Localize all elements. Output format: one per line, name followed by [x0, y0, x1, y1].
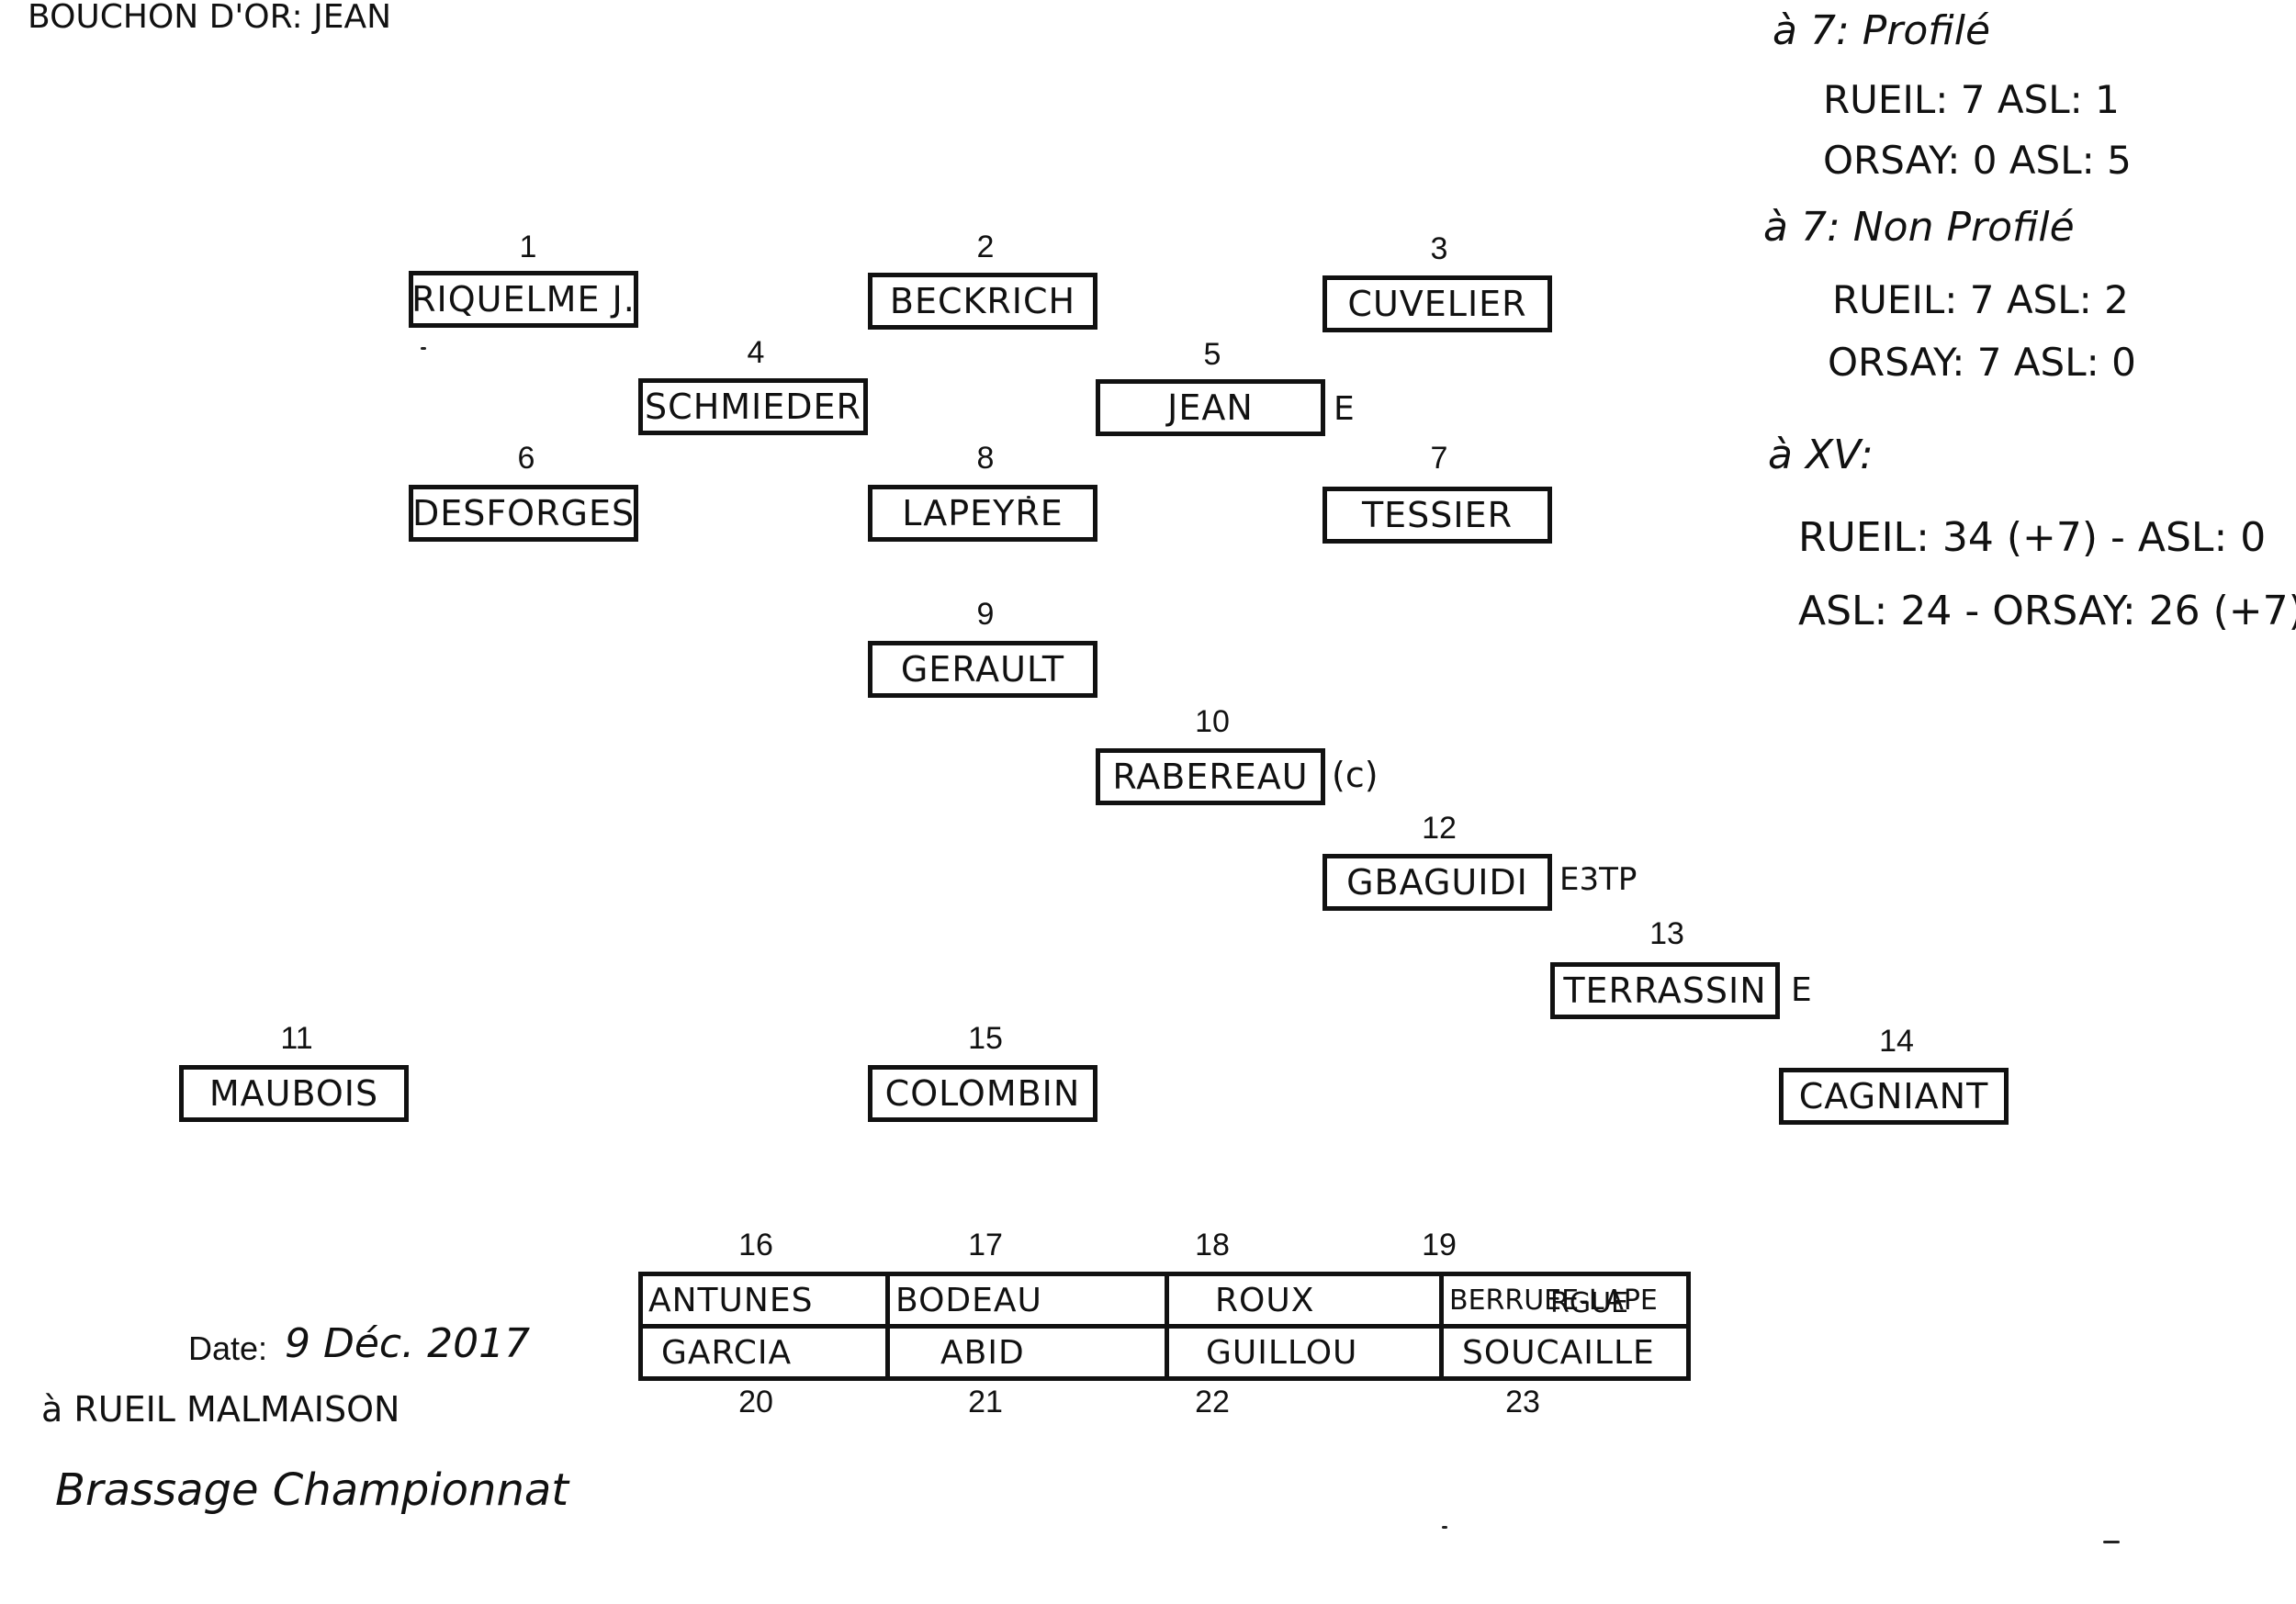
sub-number: 16	[738, 1228, 773, 1262]
table-row: ANTUNES BODEAU ROUX BERRUEE-LAPE	[638, 1272, 1691, 1329]
player-suffix: E3TP	[1559, 861, 1638, 898]
player-box: TERRASSIN	[1550, 962, 1780, 1019]
sub-cell: SOUCAILLE	[1439, 1324, 1691, 1381]
competition-label: Brassage Championnat	[55, 1464, 569, 1516]
sub-number: 18	[1195, 1228, 1230, 1262]
player-box: LAPEYRE	[868, 485, 1097, 542]
sub-cell: BERRUEE-LAPE	[1439, 1272, 1691, 1329]
result-line: RUEIL: 7 ASL: 1	[1823, 77, 2120, 122]
venue-label: à RUEIL MALMAISON	[41, 1389, 400, 1430]
bouchon-dor-label: BOUCHON D'OR: JEAN	[28, 0, 392, 36]
player-box: RABEREAU	[1096, 748, 1325, 805]
player-suffix: (c)	[1332, 755, 1379, 795]
player-box: COLOMBIN	[868, 1065, 1097, 1122]
player-box: DESFORGES	[409, 485, 638, 542]
table-row: GARCIA ABID GUILLOU SOUCAILLE	[638, 1324, 1691, 1381]
player-number: 3	[1430, 231, 1448, 266]
player-box: RIQUELME J.	[409, 271, 638, 328]
result-line: RUEIL: 7 ASL: 2	[1832, 277, 2129, 322]
player-number: 1	[519, 230, 537, 264]
player-number: 14	[1879, 1024, 1914, 1059]
player-number: 9	[976, 597, 995, 632]
player-number: 7	[1430, 441, 1448, 476]
player-box: CAGNIANT	[1779, 1068, 2009, 1125]
player-box: TESSIER	[1322, 487, 1552, 544]
scan-speck	[1442, 1526, 1447, 1529]
player-box: CUVELIER	[1322, 275, 1552, 332]
result-line: ASL: 24 - ORSAY: 26 (+7)	[1798, 588, 2296, 634]
player-number: 4	[747, 335, 765, 370]
scan-speck	[2103, 1541, 2120, 1543]
sub-number: 17	[968, 1228, 1003, 1262]
player-box: MAUBOIS	[179, 1065, 409, 1122]
player-suffix: E	[1334, 390, 1355, 428]
sub-number: 19	[1422, 1228, 1457, 1262]
sub-cell: ROUX	[1165, 1272, 1444, 1329]
player-number: 11	[280, 1021, 313, 1056]
substitutes-table: ANTUNES BODEAU ROUX BERRUEE-LAPE GARCIA …	[638, 1272, 1691, 1381]
player-number: 15	[968, 1021, 1003, 1056]
result-heading-7-non-profile: à 7: Non Profilé	[1763, 204, 2075, 251]
player-box: SCHMIEDER	[638, 378, 868, 435]
result-line: RUEIL: 34 (+7) - ASL: 0	[1798, 514, 2267, 561]
result-heading-xv: à XV:	[1768, 432, 1874, 478]
date-value: 9 Déc. 2017	[285, 1320, 531, 1367]
sub-number: 20	[738, 1385, 773, 1419]
player-number: 2	[976, 230, 995, 264]
result-heading-7-profile: à 7: Profilé	[1773, 7, 1991, 54]
sub-cell: ANTUNES	[638, 1272, 890, 1329]
result-line: ORSAY: 7 ASL: 0	[1828, 340, 2136, 385]
player-number: 13	[1649, 916, 1684, 951]
player-number: 6	[517, 441, 535, 476]
scan-speck	[1027, 496, 1030, 499]
player-number: 10	[1195, 704, 1230, 739]
sub-cell: ABID	[885, 1324, 1169, 1381]
player-number: 5	[1203, 337, 1221, 372]
result-line: ORSAY: 0 ASL: 5	[1823, 138, 2132, 183]
sub-number: 22	[1195, 1385, 1230, 1419]
scan-speck	[421, 347, 426, 350]
player-box: GERAULT	[868, 641, 1097, 698]
sub-name-overflow: RGUE	[1550, 1287, 1629, 1319]
player-box: BECKRICH	[868, 273, 1097, 330]
player-number: 12	[1422, 811, 1457, 846]
player-box: JEAN	[1096, 379, 1325, 436]
player-box: GBAGUIDI	[1322, 854, 1552, 911]
player-number: 8	[976, 441, 995, 476]
sub-cell: GARCIA	[638, 1324, 890, 1381]
player-suffix: E	[1791, 971, 1812, 1009]
sub-number: 23	[1505, 1385, 1540, 1419]
sub-cell: GUILLOU	[1165, 1324, 1444, 1381]
date-label: Date:	[188, 1329, 268, 1367]
sub-cell: BODEAU	[885, 1272, 1169, 1329]
sub-number: 21	[968, 1385, 1003, 1419]
